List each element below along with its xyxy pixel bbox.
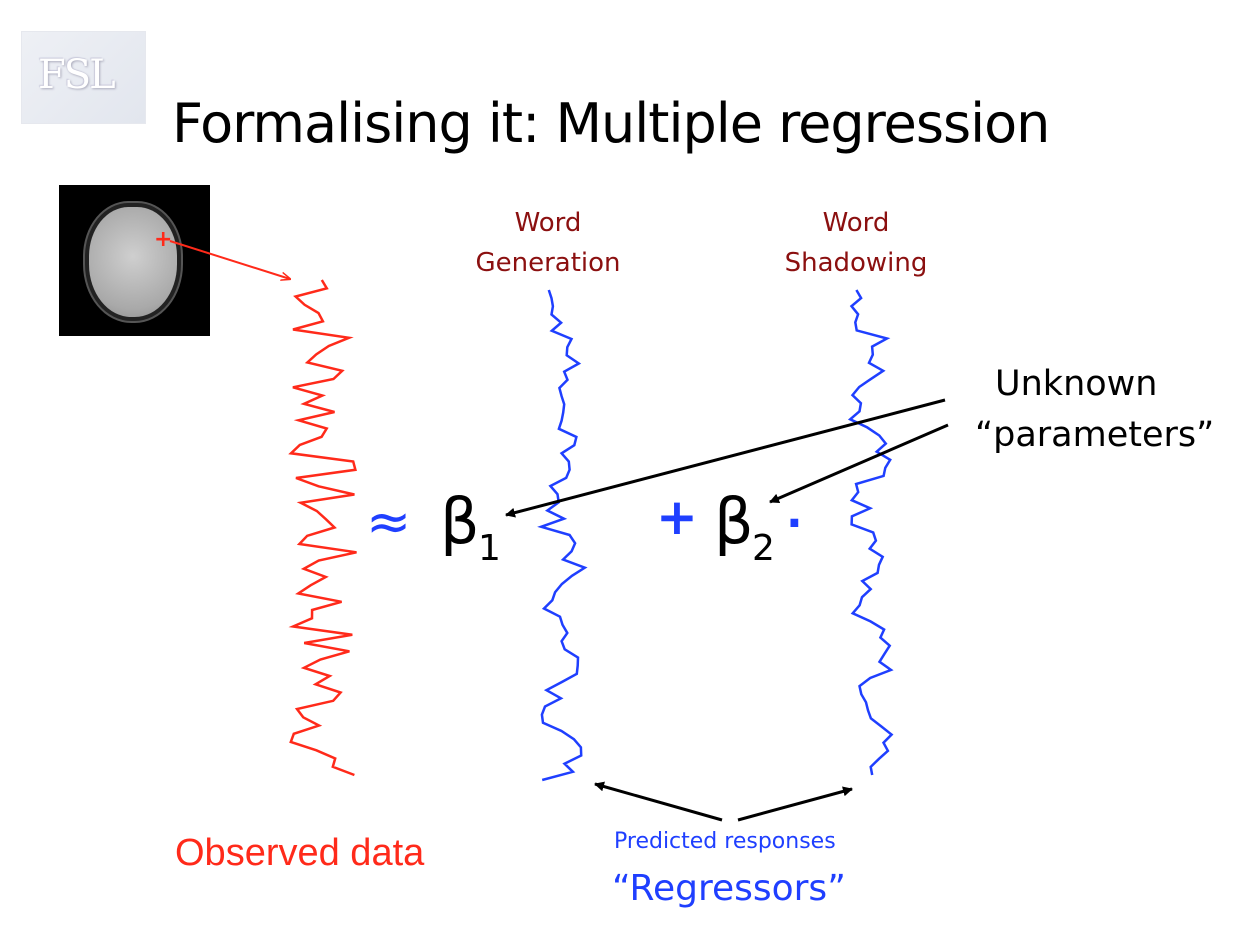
regressor-arrow-2	[737, 786, 853, 822]
multiply-dot: ·	[786, 498, 803, 549]
regressor-label-word-shadowing: Word Shadowing	[746, 203, 966, 283]
label-line: Shadowing	[784, 248, 928, 278]
logo-text: FSL	[38, 52, 116, 98]
fsl-logo: FSL	[21, 31, 146, 124]
beta-2-subscript: 2	[752, 528, 775, 569]
beta-2: β	[714, 485, 754, 558]
parameters-label: “parameters”	[975, 415, 1215, 455]
approx-symbol: ≈	[366, 490, 412, 553]
observed-timeseries	[288, 279, 357, 777]
label-line: Word	[514, 208, 582, 238]
beta-1-subscript: 1	[478, 528, 501, 569]
beta-1: β	[440, 485, 480, 558]
voxel-arrow	[169, 240, 290, 279]
regressor-arrow-1	[594, 781, 723, 822]
label-line: Word	[822, 208, 890, 238]
brain-slice	[89, 207, 177, 317]
brain-image: +	[59, 185, 210, 336]
voxel-marker-icon: +	[154, 227, 173, 252]
unknown-label: Unknown	[995, 364, 1158, 404]
parameter-arrow-1	[505, 398, 946, 518]
predicted-responses-label: Predicted responses	[614, 829, 836, 854]
parameter-arrow-2	[769, 423, 949, 504]
regressor-1-timeseries	[537, 289, 588, 782]
label-line: Generation	[475, 248, 621, 278]
regressor-2-timeseries	[847, 289, 894, 776]
regressors-label: “Regressors”	[612, 868, 846, 909]
slide-title: Formalising it: Multiple regression	[172, 92, 1050, 155]
regressor-label-word-generation: Word Generation	[438, 203, 658, 283]
plus-symbol: +	[656, 488, 698, 546]
observed-data-label: Observed data	[175, 832, 425, 874]
